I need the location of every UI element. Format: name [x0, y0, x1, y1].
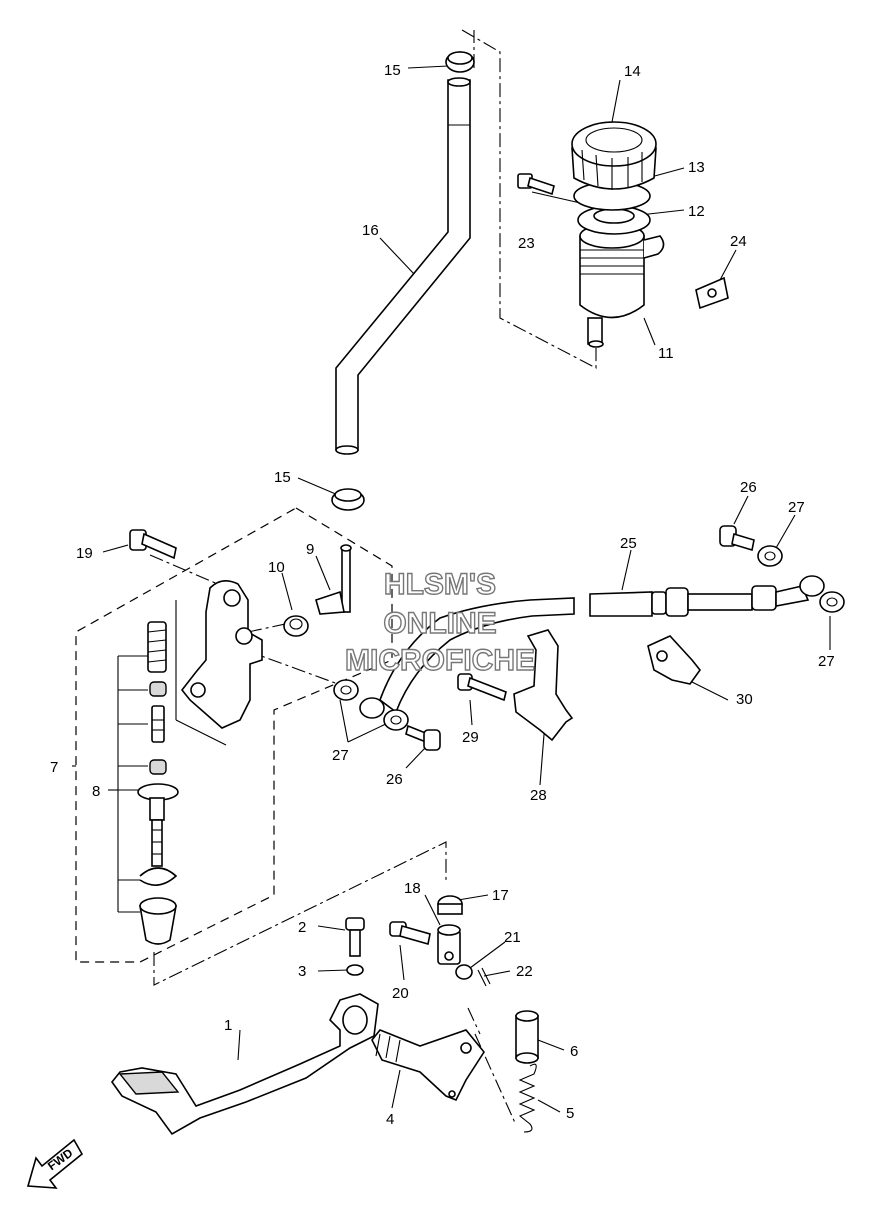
union-bolt-lower: [405, 724, 441, 751]
callout-27-right: 27: [818, 653, 835, 670]
callout-17: 17: [492, 887, 509, 904]
master-cylinder-body: [175, 580, 263, 746]
watermark: HLSM'S ONLINE MICROFICHE: [344, 567, 535, 677]
cylinder-bolt: [129, 529, 177, 560]
pushrod-clevis: [437, 924, 461, 965]
callout-15-bottom: 15: [274, 469, 291, 486]
guide-bolt: [457, 673, 507, 702]
assembly-lines: [149, 29, 597, 1126]
callout-21: 21: [504, 929, 521, 946]
hose-clip-top: [445, 51, 475, 73]
washer-left: [333, 679, 359, 701]
callout-23: 23: [518, 235, 535, 252]
pedal-washer: [346, 964, 364, 976]
reservoir-hose: [335, 77, 471, 455]
callout-25: 25: [620, 535, 637, 552]
callout-8: 8: [92, 783, 100, 800]
callout-4: 4: [386, 1111, 394, 1128]
callout-13: 13: [688, 159, 705, 176]
washer-right: [819, 591, 845, 613]
clevis-pin: [389, 921, 431, 946]
reservoir-cap: [571, 121, 657, 190]
cotter-pin: [477, 967, 491, 987]
group-bracket: [72, 655, 148, 913]
return-spring: [518, 1063, 537, 1133]
callout-19: 19: [76, 545, 93, 562]
callout-18: 18: [404, 880, 421, 897]
reservoir-bracket: [695, 276, 729, 310]
callout-2: 2: [298, 919, 306, 936]
cylinder-spring: [147, 621, 167, 673]
hose-guide: [513, 629, 574, 742]
callout-7: 7: [50, 759, 58, 776]
dust-boot: [139, 897, 177, 945]
push-rod: [137, 783, 179, 867]
pedal-collar: [515, 1010, 539, 1064]
callout-1: 1: [224, 1017, 232, 1034]
callout-26-upper: 26: [740, 479, 757, 496]
callout-28: 28: [530, 787, 547, 804]
hose-clip-bottom: [331, 488, 365, 511]
clevis-washer: [455, 964, 473, 980]
callout-9: 9: [306, 541, 314, 558]
callout-22: 22: [516, 963, 533, 980]
circlip: [139, 867, 178, 886]
forward-arrow-icon: FWD: [26, 1138, 84, 1189]
pushrod-nut: [437, 895, 463, 915]
callout-27-upper: 27: [788, 499, 805, 516]
brake-hose: [359, 575, 825, 719]
pedal-bolt: [345, 917, 365, 957]
callout-29: 29: [462, 729, 479, 746]
watermark-line-2: ONLINE: [383, 607, 496, 640]
callouts: 1 2 3 4 5 6 7 8 9 10 11 12 13 14 15 15 1…: [50, 62, 835, 1128]
callout-5: 5: [566, 1105, 574, 1122]
callout-26-lower: 26: [386, 771, 403, 788]
callout-12: 12: [688, 203, 705, 220]
callout-11: 11: [658, 345, 674, 362]
watermark-line-1: HLSM'S: [384, 568, 496, 601]
washer-upper: [757, 545, 783, 567]
hose-joint-spring: [283, 615, 309, 637]
union-bolt-upper: [719, 525, 755, 552]
callout-24: 24: [730, 233, 747, 250]
hose-clamp: [647, 635, 702, 685]
cylinder-cup: [149, 681, 167, 697]
callout-14: 14: [624, 63, 641, 80]
cylinder-seal: [149, 759, 167, 775]
callout-3: 3: [298, 963, 306, 980]
pedal-shaft: [371, 1029, 485, 1102]
watermark-line-3: MICROFICHE: [345, 644, 535, 677]
washer-mid: [383, 709, 409, 731]
callout-20: 20: [392, 985, 409, 1002]
callout-6: 6: [570, 1043, 578, 1060]
brake-pedal: [110, 993, 379, 1136]
union-bolt: [315, 544, 352, 615]
callout-27-lower: 27: [332, 747, 349, 764]
callout-10: 10: [268, 559, 285, 576]
master-cylinder-outline: [75, 507, 393, 963]
callout-30: 30: [736, 691, 753, 708]
cylinder-piston: [151, 705, 165, 743]
reservoir-bolt: [517, 173, 555, 196]
reservoir-tank: [579, 223, 665, 348]
callout-15-top: 15: [384, 62, 401, 79]
callout-16: 16: [362, 222, 379, 239]
